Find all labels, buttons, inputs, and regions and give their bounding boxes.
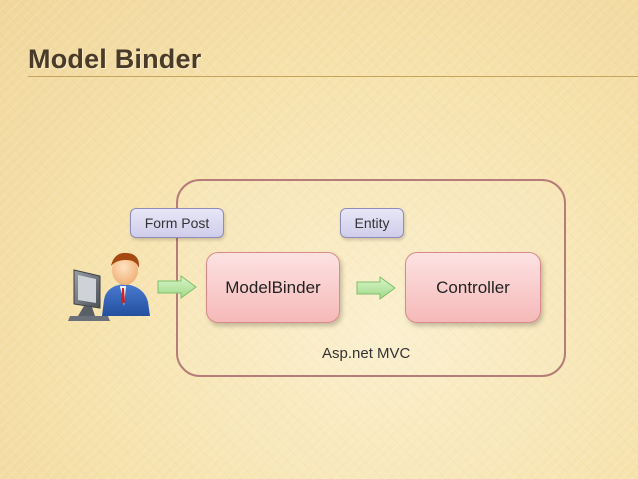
controller-node: Controller <box>405 252 541 323</box>
title-underline <box>28 76 638 77</box>
right-arrow-icon <box>356 276 396 300</box>
slide-title: Model Binder <box>28 44 202 74</box>
entity-tag: Entity <box>340 208 404 238</box>
form-post-tag: Form Post <box>130 208 224 238</box>
container-label: Asp.net MVC <box>322 345 411 362</box>
user-at-computer-icon <box>68 252 150 321</box>
modelbinder-node: ModelBinder <box>206 252 340 323</box>
right-arrow-icon <box>157 275 197 299</box>
